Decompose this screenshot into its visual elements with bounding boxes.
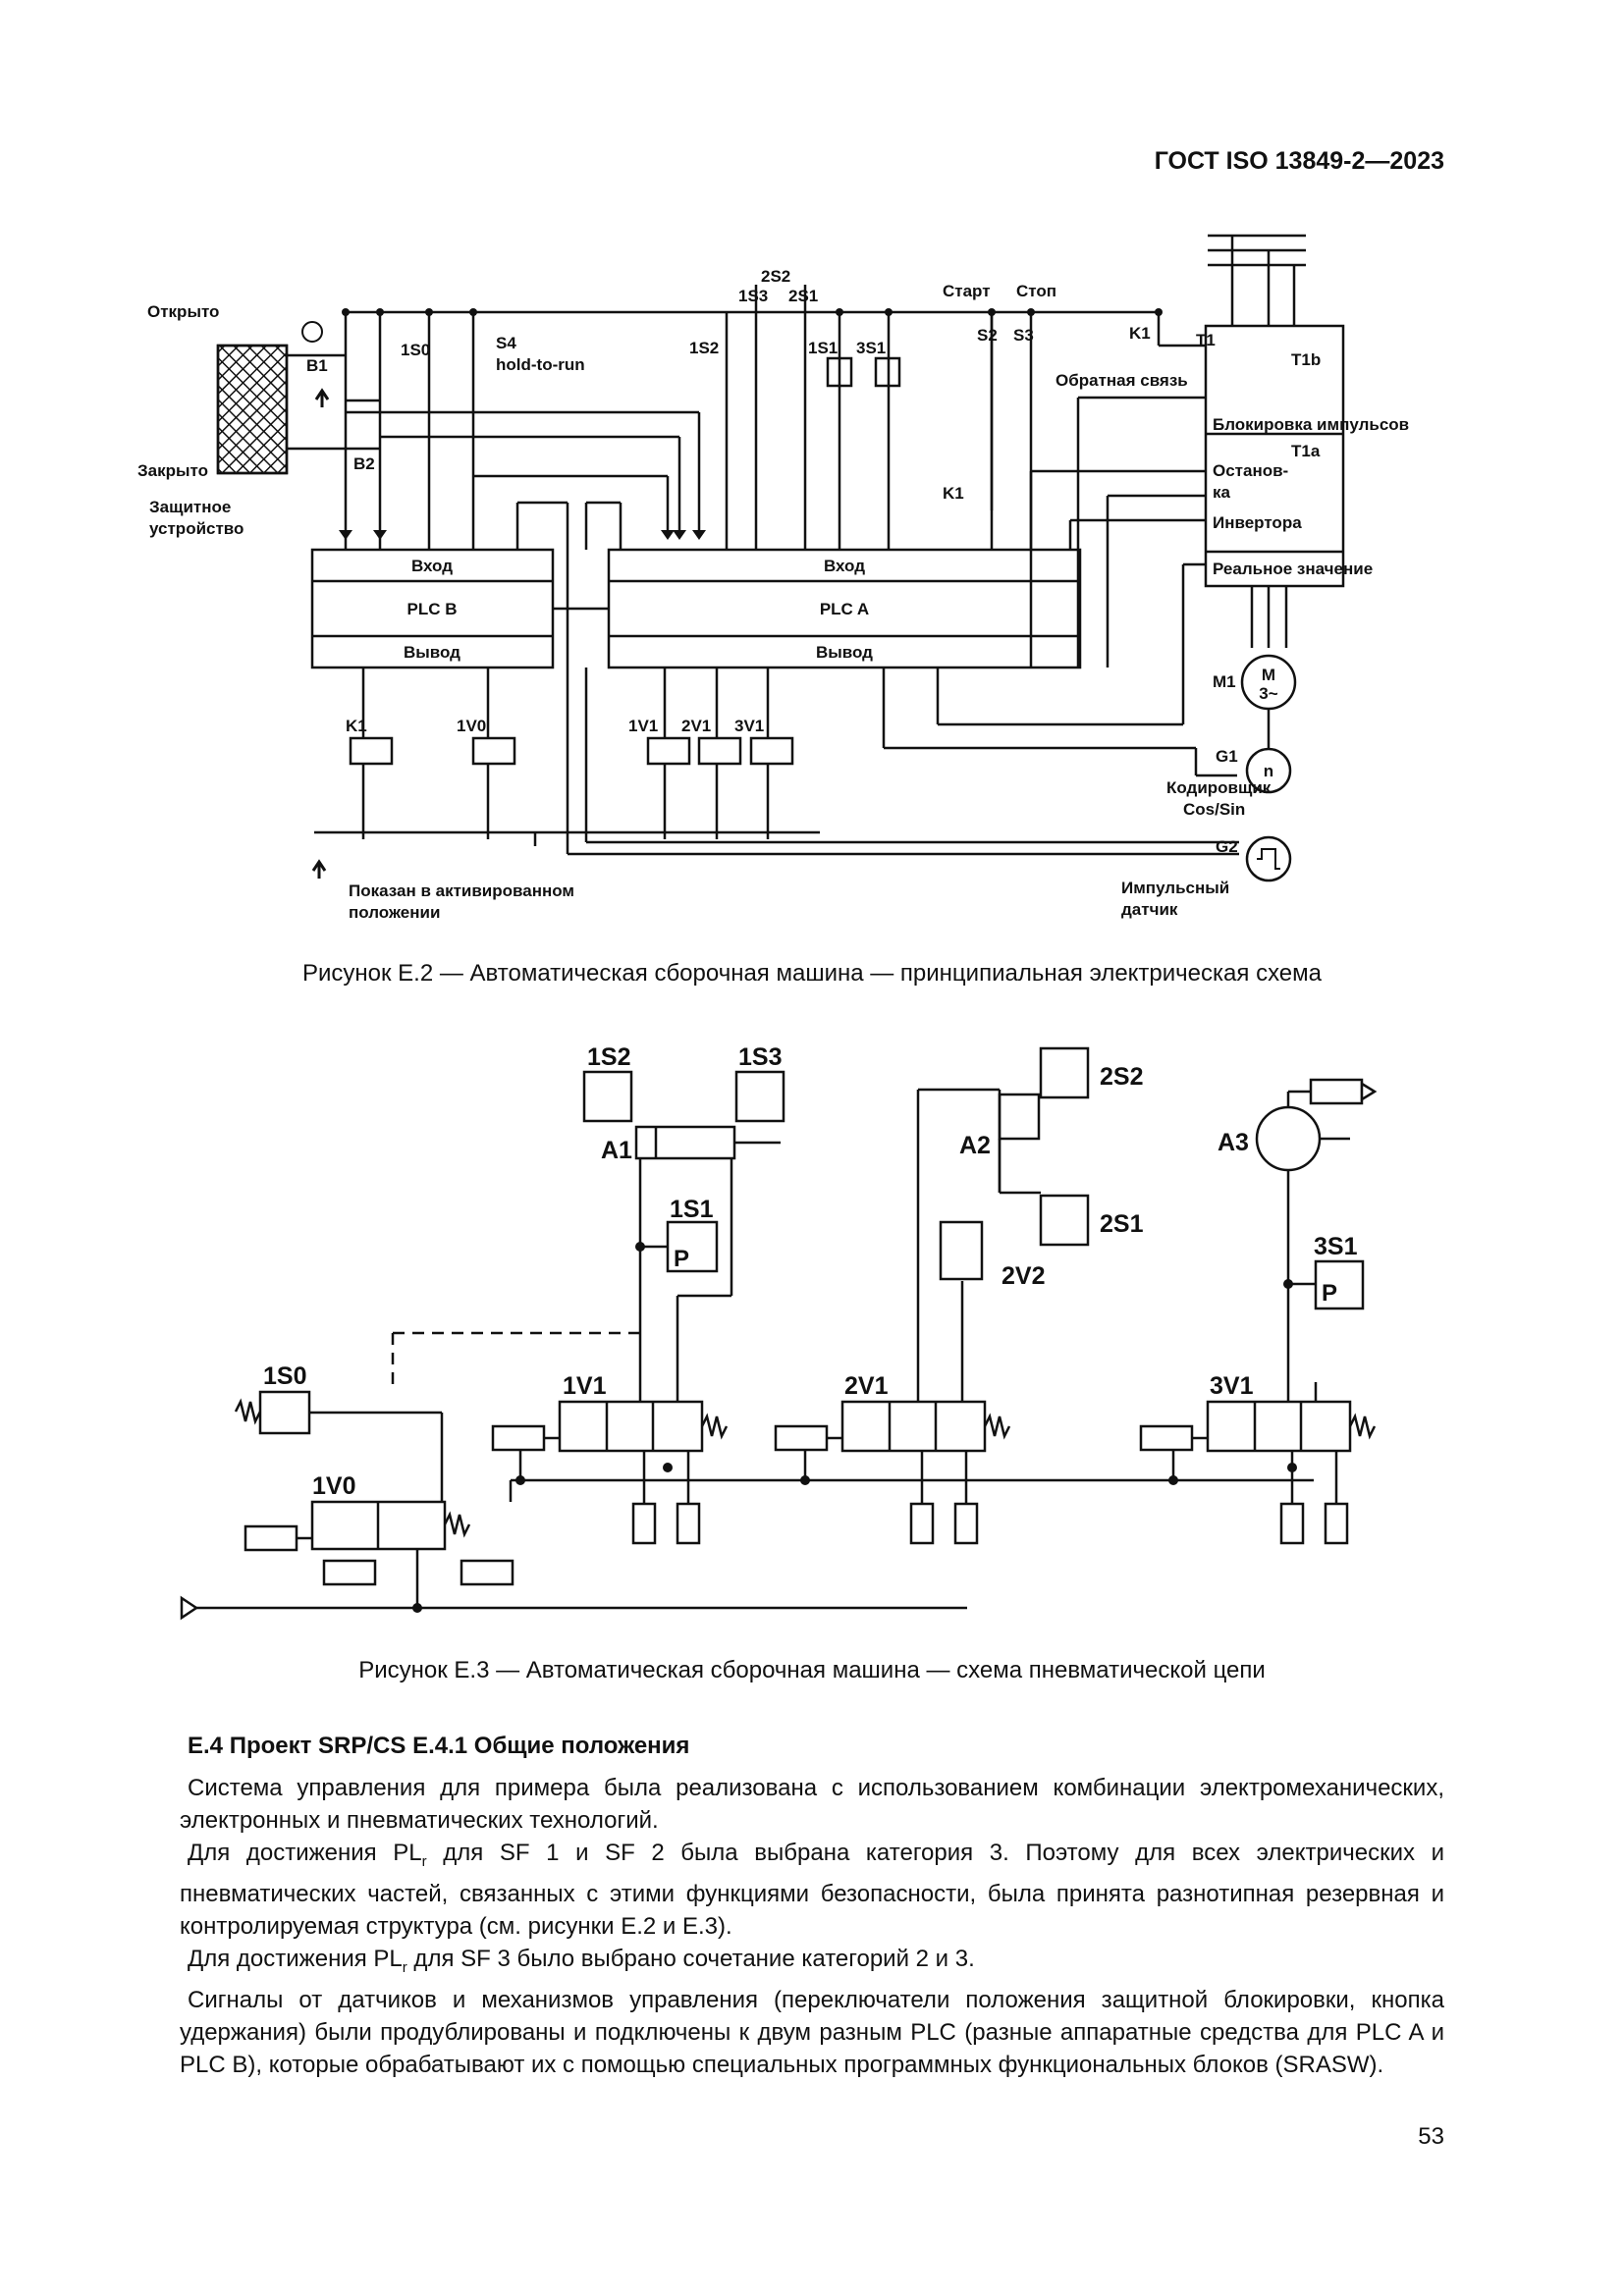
legend-arrow-icon [311,859,327,879]
paragraph-3: Для достижения PLr для SF 3 было выбрано… [188,1945,975,1976]
label-2s2-top: 2S2 [761,267,790,286]
label-encoder-1: Кодировщик [1166,778,1272,797]
label-2s1-top: 2S1 [788,287,818,305]
label-3s1: 3S1 [856,339,886,357]
activated-arrow-icon [314,388,330,407]
label-pulse-block: Блокировка импульсов [1213,415,1409,434]
label-feedback: Обратная связь [1056,371,1188,390]
label-t1: T1 [1196,331,1216,349]
pulse-icon [1257,848,1280,870]
label-k1-coil: K1 [346,717,367,735]
label-g2: G2 [1216,837,1238,856]
label-s2: S2 [977,326,998,345]
label-k1-contact: K1 [943,484,964,503]
label-closed: Закрыто [137,461,208,480]
label-3v1: 3V1 [734,717,764,735]
label-b1: B1 [306,356,328,375]
label-start: Старт [943,282,991,300]
e3-label-a1: A1 [601,1137,632,1164]
label-1v0: 1V0 [457,717,486,735]
label-b2: B2 [353,454,375,473]
label-pulse-1: Импульсный [1121,879,1229,897]
label-stop: Стоп [1016,282,1056,300]
legend-line-1: Показан в активированном [349,881,574,900]
label-t1a: T1a [1291,442,1321,460]
label-k1-supply: K1 [1129,324,1151,343]
e3-label-3s1: 3S1 [1314,1233,1358,1260]
label-guard-1: Защитное [149,498,231,516]
e3-label-1v1: 1V1 [563,1372,607,1400]
label-hold-to-run: hold-to-run [496,355,585,374]
e3-label-2s2: 2S2 [1100,1063,1143,1091]
paragraph-2: Для достижения PLr для SF 1 и SF 2 была … [180,1840,1444,1940]
label-t1b: T1b [1291,350,1321,369]
label-1s1: 1S1 [808,339,838,357]
paragraph-4: Сигналы от датчиков и механизмов управле… [180,1986,1445,2078]
label-inverter: Инвертора [1213,513,1302,532]
label-s3: S3 [1013,326,1034,345]
diode-icon [339,530,352,540]
label-1s2: 1S2 [689,339,719,357]
label-1v1: 1V1 [628,717,658,735]
label-1s0: 1S0 [401,341,430,359]
label-guard-2: устройство [149,519,244,538]
label-m1: M1 [1213,672,1236,691]
label-g1: G1 [1216,747,1238,766]
page-number: 53 [1418,2123,1444,2150]
e3-label-1s0: 1S0 [263,1362,306,1390]
plca-title: PLC A [820,600,869,618]
label-pulse-2: датчик [1121,900,1178,919]
legend-line-2: положении [349,903,440,922]
plcb-output: Вывод [404,643,460,662]
plcb-input: Вход [411,557,453,575]
e3-1s1-p: P [674,1246,689,1272]
diode-icon [673,530,686,540]
label-open: Открыто [147,302,219,321]
e3-label-1s3: 1S3 [738,1043,782,1071]
e3-label-a2: A2 [959,1132,991,1159]
label-1s3-top: 1S3 [738,287,768,305]
e3-3s1-p: P [1322,1280,1337,1307]
diode-icon [373,530,387,540]
e3-label-2v2: 2V2 [1001,1262,1045,1290]
label-encoder-2: Cos/Sin [1183,800,1245,819]
e3-label-a3: A3 [1218,1129,1249,1156]
label-s4: S4 [496,334,516,352]
plca-output: Вывод [816,643,873,662]
limit-switch-icon [301,321,323,343]
plca-input: Вход [824,557,865,575]
diode-icon [661,530,675,540]
motor-m: M [1262,666,1275,684]
section-heading: Е.4 Проект SRP/CS Е.4.1 Общие положения [188,1733,690,1759]
motor-3phase: 3~ [1259,684,1277,703]
label-stop-line1: Останов- [1213,461,1288,480]
section-e4: Е.4 Проект SRP/CS Е.4.1 Общие положения … [180,1730,1444,2081]
label-2v1: 2V1 [681,717,711,735]
e3-label-2v1: 2V1 [844,1372,889,1400]
e3-label-1s2: 1S2 [587,1043,630,1071]
paragraph-1: Система управления для примера была реал… [180,1775,1444,1834]
e3-label-1s1: 1S1 [670,1196,714,1223]
figure-e3-pneumatic-diagram: 1S2 1S3 A1 1S1 2S2 A2 2S1 2V2 A3 3S1 1S0… [180,1043,1378,1621]
e3-label-3v1: 3V1 [1210,1372,1254,1400]
diode-icon [692,530,706,540]
figure-e2-electrical-diagram: Открыто Закрыто Защитное устройство B1 B… [137,234,1409,922]
label-stop-line2: ка [1213,483,1231,502]
plcb-title: PLC B [407,600,458,618]
encoder-n: n [1264,762,1273,780]
figure-e2-caption: Рисунок Е.2 — Автоматическая сборочная м… [301,960,1322,987]
document-code: ГОСТ ISO 13849-2—2023 [1154,147,1444,175]
label-actual-value: Реальное значение [1213,560,1373,578]
figure-e3-caption: Рисунок Е.3 — Автоматическая сборочная м… [358,1657,1266,1683]
e3-label-1v0: 1V0 [312,1472,355,1500]
e3-label-2s1: 2S1 [1100,1210,1144,1238]
